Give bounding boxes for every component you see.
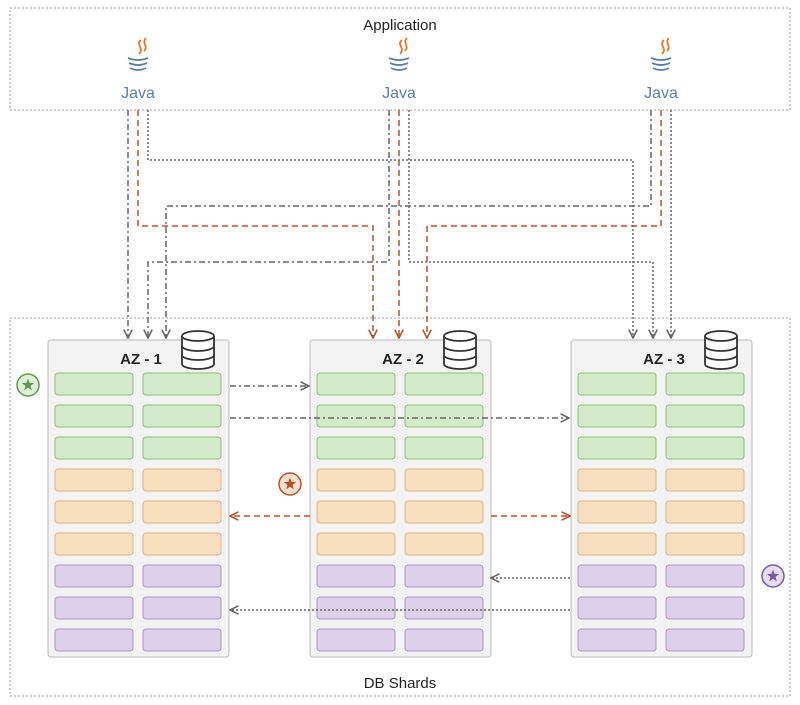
shard-purple bbox=[577, 596, 657, 620]
shard-purple bbox=[316, 564, 396, 588]
shard-green bbox=[577, 372, 657, 396]
shard-green bbox=[665, 372, 745, 396]
java-label: Java bbox=[382, 85, 416, 102]
connection-line bbox=[166, 110, 652, 338]
application-label: Application bbox=[363, 17, 436, 34]
shard-orange bbox=[316, 468, 396, 492]
shard-orange bbox=[54, 468, 134, 492]
shard-green bbox=[54, 404, 134, 428]
shard-green bbox=[577, 436, 657, 460]
shard-orange bbox=[142, 468, 222, 492]
shard-purple bbox=[316, 628, 396, 652]
shard-purple bbox=[404, 564, 484, 588]
zones-layer: AZ - 1 AZ - 2 AZ - 3 bbox=[47, 330, 753, 658]
shard-green bbox=[316, 404, 396, 428]
availability-zone-2: AZ - 2 bbox=[309, 330, 492, 658]
shard-green bbox=[316, 372, 396, 396]
shard-green bbox=[54, 372, 134, 396]
shard-orange bbox=[54, 500, 134, 524]
availability-zone-1: AZ - 1 bbox=[47, 330, 230, 658]
shard-orange bbox=[54, 532, 134, 556]
shard-purple bbox=[577, 564, 657, 588]
shard-purple bbox=[665, 628, 745, 652]
shard-purple bbox=[54, 628, 134, 652]
zone-label: AZ - 2 bbox=[382, 351, 424, 368]
shard-orange bbox=[577, 468, 657, 492]
shard-purple bbox=[142, 564, 222, 588]
database-icon bbox=[704, 330, 738, 370]
application-region bbox=[9, 7, 791, 111]
shard-purple bbox=[404, 628, 484, 652]
shard-purple bbox=[665, 564, 745, 588]
client-connections bbox=[128, 110, 671, 338]
shard-orange bbox=[142, 532, 222, 556]
shard-green bbox=[316, 436, 396, 460]
connection-line bbox=[408, 110, 653, 338]
shard-green bbox=[404, 372, 484, 396]
shard-orange bbox=[665, 532, 745, 556]
java-client-3: Java bbox=[644, 37, 678, 102]
shard-purple bbox=[142, 628, 222, 652]
shard-green bbox=[404, 404, 484, 428]
connection-line bbox=[427, 110, 662, 338]
shard-purple bbox=[54, 596, 134, 620]
java-label: Java bbox=[121, 85, 155, 102]
shard-orange bbox=[665, 468, 745, 492]
java-icon bbox=[127, 37, 149, 71]
shard-green bbox=[142, 404, 222, 428]
star-icon bbox=[278, 472, 302, 496]
shard-orange bbox=[404, 532, 484, 556]
db-shards-label: DB Shards bbox=[364, 675, 437, 692]
shard-purple bbox=[142, 596, 222, 620]
shard-orange bbox=[316, 532, 396, 556]
shard-green bbox=[54, 436, 134, 460]
java-icon bbox=[388, 37, 410, 71]
shard-purple bbox=[404, 596, 484, 620]
zone-label: AZ - 3 bbox=[643, 351, 685, 368]
java-icon bbox=[650, 37, 672, 71]
shard-orange bbox=[577, 532, 657, 556]
availability-zone-3: AZ - 3 bbox=[570, 330, 753, 658]
shard-orange bbox=[142, 500, 222, 524]
replication-arrows bbox=[230, 386, 570, 610]
connection-line bbox=[137, 110, 373, 338]
java-label: Java bbox=[644, 85, 678, 102]
primary-markers bbox=[16, 373, 785, 588]
shard-green bbox=[665, 436, 745, 460]
connection-line bbox=[148, 110, 390, 338]
shard-orange bbox=[665, 500, 745, 524]
shard-green bbox=[665, 404, 745, 428]
zone-label: AZ - 1 bbox=[120, 351, 162, 368]
shard-green bbox=[142, 372, 222, 396]
connection-line bbox=[147, 110, 633, 338]
shard-purple bbox=[665, 596, 745, 620]
shard-green bbox=[577, 404, 657, 428]
db-shards-region bbox=[9, 317, 791, 697]
shard-orange bbox=[316, 500, 396, 524]
shard-orange bbox=[404, 500, 484, 524]
java-client-1: Java bbox=[121, 37, 155, 102]
star-icon bbox=[761, 564, 785, 588]
shard-purple bbox=[577, 628, 657, 652]
shard-orange bbox=[577, 500, 657, 524]
database-icon bbox=[443, 330, 477, 370]
java-client-2: Java bbox=[382, 37, 416, 102]
shard-green bbox=[142, 436, 222, 460]
shard-purple bbox=[54, 564, 134, 588]
shard-purple bbox=[316, 596, 396, 620]
shard-orange bbox=[404, 468, 484, 492]
shard-green bbox=[404, 436, 484, 460]
database-icon bbox=[181, 330, 215, 370]
star-icon bbox=[16, 373, 40, 397]
